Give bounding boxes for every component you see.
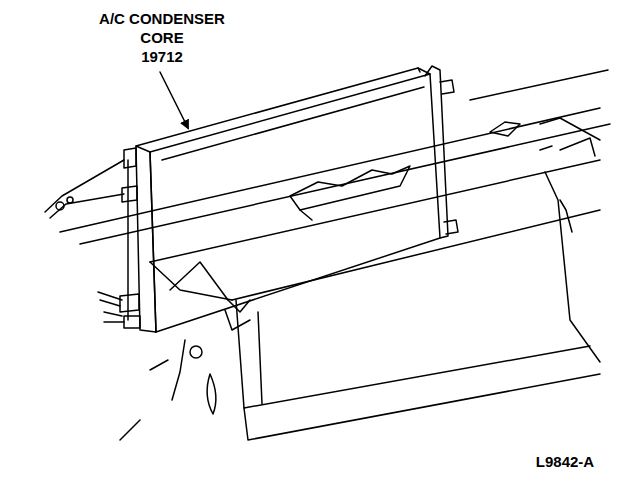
part-number: 19712 bbox=[122, 47, 202, 66]
figure-code: L9842-A bbox=[520, 452, 610, 471]
part-name: A/C CONDENSER CORE bbox=[92, 9, 232, 47]
leader-line bbox=[160, 72, 188, 128]
